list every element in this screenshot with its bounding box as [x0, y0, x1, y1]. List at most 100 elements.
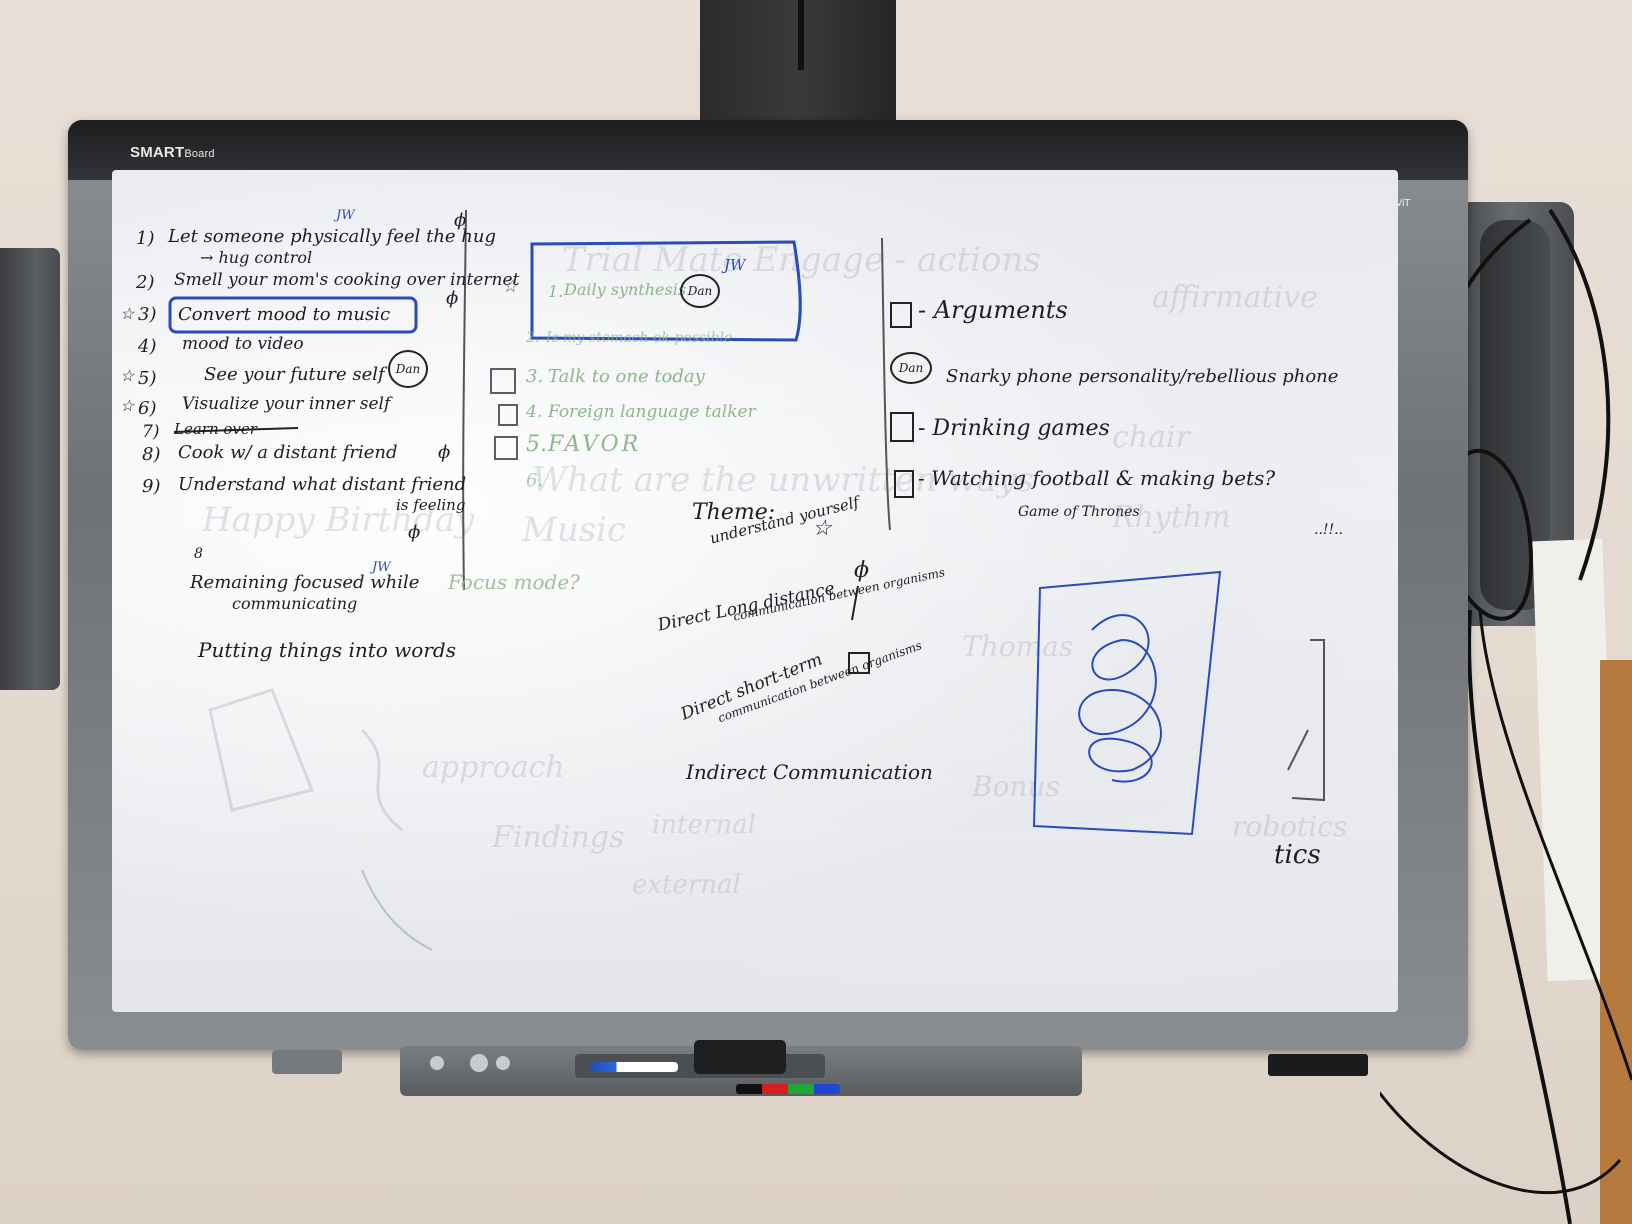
list-item: Foreign language talker — [548, 402, 756, 422]
pen-color-indicator — [736, 1084, 840, 1094]
list-item-number: 5. — [526, 432, 547, 457]
list-item: Talk to one today — [548, 366, 705, 387]
list-item: is feeling — [396, 496, 466, 514]
right-item: - Arguments — [918, 296, 1068, 324]
list-item: Daily synthesis — [564, 280, 687, 299]
list-item-number: 9) — [142, 476, 161, 497]
right-item: - Drinking games — [918, 416, 1110, 441]
checkbox[interactable] — [498, 404, 518, 426]
board-drawings — [168, 209, 1325, 951]
projector-cable — [798, 0, 804, 70]
ghost-text: chair — [1112, 420, 1190, 455]
brand-product: Board — [184, 148, 215, 160]
ghost-text: external — [632, 870, 741, 900]
ghost-text: affirmative — [1152, 280, 1318, 315]
list-item-number: 4) — [138, 336, 157, 357]
list-item: Smell your mom's cooking over internet — [174, 270, 520, 290]
putting-text: Putting things into words — [198, 638, 456, 662]
checkbox[interactable] — [490, 368, 516, 394]
right-item: - Watching football & making bets? — [918, 466, 1276, 490]
checkbox[interactable] — [494, 436, 518, 460]
list-item: FAVOR — [548, 432, 642, 457]
list-item: Understand what distant friend — [178, 474, 467, 495]
tray-button[interactable] — [470, 1054, 488, 1072]
ghost-text: robotics — [1232, 810, 1348, 843]
list-item: Visualize your inner self — [182, 394, 391, 414]
wall-outlet — [272, 1050, 342, 1074]
list-item-number: 1) — [136, 228, 155, 249]
theme-title: Theme: — [692, 500, 776, 525]
phi-mark: ϕ — [438, 442, 451, 463]
checkbox[interactable] — [890, 412, 914, 442]
initials-dan-circle: Dan — [890, 352, 932, 384]
initials-dan-circle: Dan — [388, 350, 428, 388]
ghost-text: Bonus — [972, 770, 1060, 803]
right-item: Snarky phone personality/rebellious phon… — [946, 366, 1339, 387]
focus-mode-text: Focus mode? — [448, 570, 580, 594]
phi-mark: ϕ — [446, 288, 459, 309]
tics-text: tics — [1274, 840, 1321, 870]
cable-box — [1268, 1054, 1368, 1076]
list-item: Is my stomach ok possible — [546, 330, 733, 346]
phi-mark: ϕ — [454, 210, 467, 231]
initials-jw: JW — [724, 256, 746, 274]
phi-mark: ϕ — [854, 558, 869, 583]
smartboard-logo: SMARTBoard — [130, 144, 215, 161]
theme-item: Indirect Communication — [686, 760, 933, 784]
list-item-number: 3) — [138, 304, 157, 325]
initials-dan: Dan — [687, 284, 713, 298]
ghost-text: Findings — [492, 820, 625, 855]
eraser[interactable] — [694, 1040, 786, 1074]
list-item-number: 2. — [526, 330, 540, 346]
quote-mark: ..!!.. — [1314, 522, 1344, 538]
star-mark: ☆ — [502, 276, 519, 297]
initials-jw: JW — [372, 560, 391, 575]
marker-pen[interactable] — [590, 1062, 678, 1072]
ghost-text: Rhythm — [1112, 500, 1231, 535]
list-item-number: 8) — [142, 444, 161, 465]
list-item: → hug control — [200, 248, 313, 267]
list-item-number: 6) — [138, 398, 157, 419]
initials-dan: Dan — [898, 361, 924, 375]
list-item-number: 6. — [526, 470, 544, 491]
tray-button[interactable] — [496, 1056, 510, 1070]
list-item: Let someone physically feel the hug — [168, 226, 497, 247]
ghost-text: internal — [652, 810, 756, 840]
remaining-text: Remaining focused while — [190, 572, 420, 593]
item-mark: 8 — [194, 546, 203, 562]
initials-dan: Dan — [395, 362, 421, 376]
ghost-text: What are the unwritten ways — [532, 460, 1034, 500]
list-item: Cook w/ a distant friend — [178, 442, 398, 463]
star-mark: ☆ — [120, 396, 135, 415]
initials-jw: JW — [336, 208, 355, 223]
list-item-struck: Learn over — [174, 420, 257, 438]
list-item: See your future self — [204, 364, 385, 385]
list-item-number: 1. — [548, 282, 564, 301]
ghost-text: Thomas — [962, 630, 1074, 663]
ghost-text: Happy Birthday — [202, 500, 475, 540]
ghost-text: Music — [522, 510, 627, 550]
brand-name: SMART — [130, 144, 185, 161]
ghost-text: approach — [422, 750, 565, 785]
remaining-text: communicating — [232, 594, 358, 613]
list-item-number: 4. — [526, 402, 543, 422]
checkbox[interactable] — [848, 652, 870, 674]
initials-dan-circle: Dan — [680, 274, 720, 308]
right-item: Game of Thrones — [1018, 504, 1140, 520]
list-item-number: 2) — [136, 272, 155, 293]
star-mark: ☆ — [120, 304, 135, 323]
phi-mark: ϕ — [408, 522, 421, 543]
star-mark: ☆ — [812, 516, 832, 541]
checkbox[interactable] — [894, 470, 914, 498]
checkbox[interactable] — [890, 302, 912, 328]
list-item-number: 3. — [526, 366, 544, 387]
star-mark: ☆ — [120, 366, 135, 385]
list-item: Convert mood to music — [178, 304, 391, 325]
wood-panel — [1600, 660, 1632, 1224]
list-item: mood to video — [182, 334, 304, 354]
list-item-number: 5) — [138, 368, 157, 389]
list-item-number: 7) — [142, 422, 160, 442]
left-speaker — [0, 248, 60, 690]
tray-button[interactable] — [430, 1056, 444, 1070]
whiteboard-surface[interactable]: Trial Mate Engage - actions affirmative … — [112, 170, 1398, 1012]
